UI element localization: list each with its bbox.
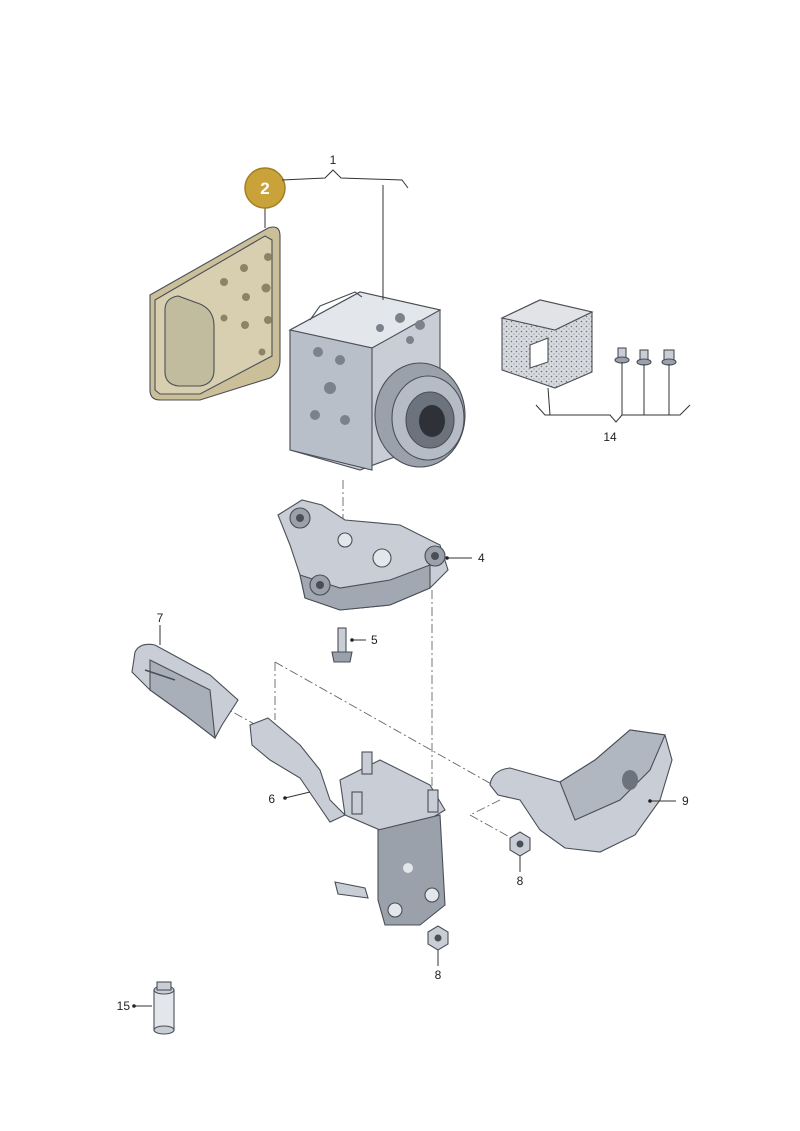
leader-lines [134, 169, 691, 1007]
highlight-badge[interactable]: 2 [244, 167, 286, 228]
callout-8-upper[interactable]: 8 [517, 874, 524, 888]
heat-shield-part[interactable] [131, 643, 239, 740]
leader-dots [132, 556, 652, 1008]
callout-4[interactable]: 4 [478, 551, 485, 565]
cylinder-part[interactable] [153, 981, 175, 1035]
badge-label: 2 [260, 179, 269, 198]
callout-9[interactable]: 9 [682, 794, 689, 808]
screw-set-part[interactable] [614, 347, 677, 366]
mounting-bracket-part[interactable] [277, 499, 449, 611]
bolt-part[interactable] [331, 627, 353, 663]
control-unit-part[interactable] [149, 226, 281, 401]
callout-8-lower[interactable]: 8 [435, 968, 442, 982]
foam-pad-part[interactable] [500, 299, 594, 389]
abs-hydraulic-unit-part[interactable] [288, 291, 466, 471]
callout-14[interactable]: 14 [603, 430, 617, 444]
rear-heat-shield-part[interactable] [489, 729, 673, 853]
nut-part[interactable] [427, 831, 531, 951]
callout-5[interactable]: 5 [371, 633, 378, 647]
callout-6[interactable]: 6 [268, 792, 275, 806]
callout-7[interactable]: 7 [157, 611, 164, 625]
callout-1[interactable]: 1 [330, 153, 337, 167]
callout-15[interactable]: 15 [117, 999, 131, 1013]
lower-bracket-part[interactable] [249, 717, 446, 926]
